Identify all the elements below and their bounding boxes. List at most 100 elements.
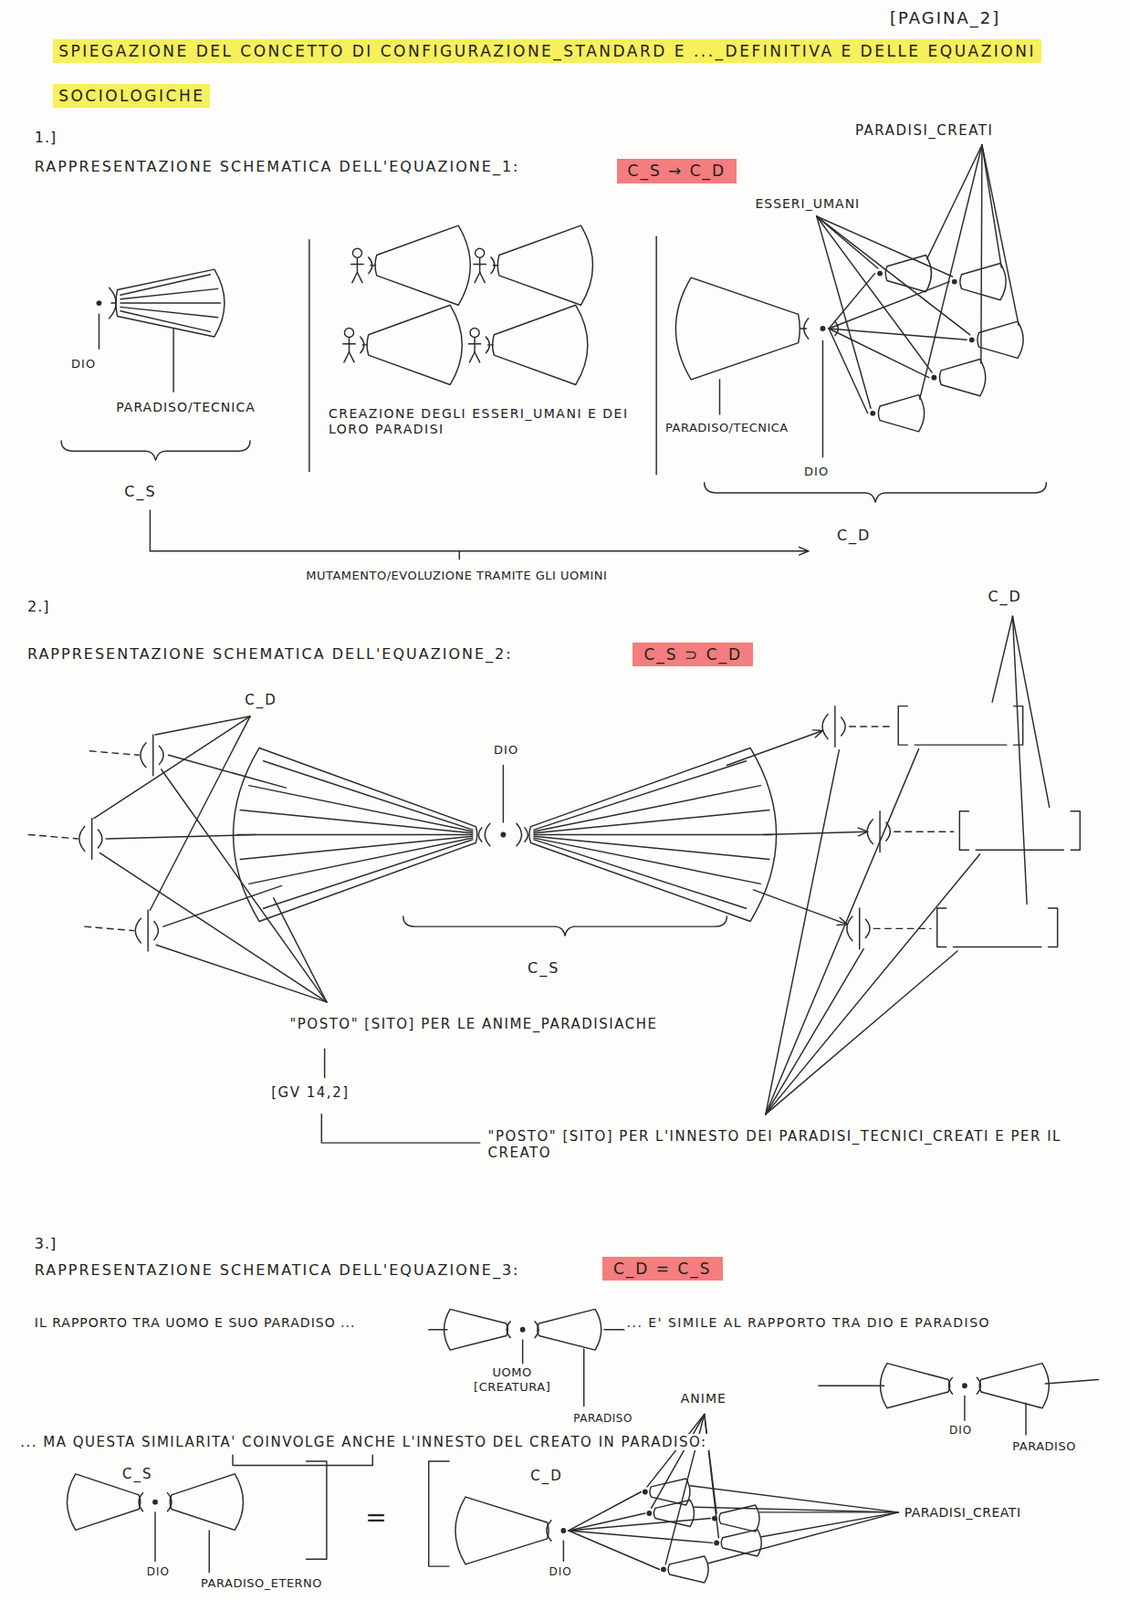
dashed-line [849,725,893,727]
ink-line [763,831,868,835]
text-label: PARADISO/TECNICA [663,420,791,436]
text-label: C_D [242,691,280,709]
god-dot [869,410,876,417]
ink-line [237,834,473,836]
text-label: 2.] [25,597,53,616]
ink-line [533,834,773,836]
paradise-cup [537,1308,602,1350]
human-head [475,248,485,258]
god-dot [877,271,883,277]
text-label: DIO [947,1423,974,1437]
arrow-head [857,827,868,837]
ink-line [163,885,283,927]
ink-line [473,337,475,353]
text-label: C_D [528,1467,565,1485]
text-label: PARADISI_CREATI [902,1505,1024,1521]
paradise-cup [960,262,1006,300]
text-label: MUTAMENTO/EVOLUZIONE TRAMITE GLI UOMINI [303,568,609,584]
text-label: DIO [802,464,831,480]
formula-box: C_S ⊃ C_D [632,642,753,667]
square-bracket [1048,908,1058,947]
text-label: = [363,1502,388,1534]
ink-line [240,836,473,859]
ink-line [474,352,481,363]
dashed-line [84,926,135,931]
square-bracket [937,908,947,947]
ink-line [765,749,920,1115]
curly-brace [403,916,728,936]
ink-line [149,550,808,552]
ink-line [1024,1402,1026,1435]
ink-line [533,785,761,832]
ink-line [105,835,255,839]
bracket-stroke [516,823,523,847]
ink-line [352,272,358,283]
ink-line [761,1512,899,1537]
paradise-cup [67,1473,141,1530]
ink-line [156,944,327,1003]
ink-line [726,730,823,765]
ink-line [1012,616,1049,807]
text-label: DIO [546,1565,574,1579]
paradise-cup [940,359,986,397]
paradise-cup [885,254,931,292]
ink-line [351,263,364,265]
bracket-stroke [97,829,103,848]
god-dot [646,1510,652,1516]
god-dot [820,325,826,332]
ink-line [468,343,481,345]
text-label: UOMO [CREATURA] [454,1365,571,1394]
paradise-cup [878,395,924,432]
formula-box: C_S → C_D [616,158,738,183]
ink-line [100,853,327,1003]
ink-line [563,1540,565,1561]
ink-line [878,811,880,853]
paradise-cup [233,747,478,921]
ink-line [459,551,460,560]
square-bracket [959,811,969,850]
ink-line [469,352,475,363]
square-bracket [1070,811,1080,850]
ink-line [1012,616,1027,904]
ink-line [149,716,251,910]
ink-line [975,849,1064,851]
god-dot [500,832,506,838]
ink-line [568,1513,646,1531]
god-dot [560,1527,566,1534]
bracket-stroke [865,919,870,938]
dashed-line [89,751,139,755]
paradise-cup [668,1556,709,1583]
bracket-stroke [484,823,491,847]
paradise-cup [977,321,1024,358]
ink-line [533,836,770,859]
text-label: C_S [122,482,158,501]
text-label: ... E' SIMILE AL RAPPORTO TRA DIO E PARA… [624,1315,993,1331]
ink-line [765,949,864,1115]
ink-line [356,258,358,273]
ink-line [172,328,174,392]
text-label: PARADISO/TECNICA [114,399,258,416]
arrow-head [812,730,823,738]
ink-line [822,340,824,457]
text-label: 3.] [32,1234,60,1253]
ink-line [120,288,219,299]
text-label: DIO [69,356,98,372]
ink-line [655,236,657,474]
ink-line [818,1384,885,1386]
human-head [344,327,354,337]
paradise-cup [444,1308,509,1350]
ink-line [91,818,93,860]
paradise-cup [455,1496,549,1565]
bracket-stroke [846,916,853,941]
text-label: [GV 14,2] [269,1084,351,1101]
paradise-cup [675,277,800,380]
bracket-stroke [154,921,159,941]
bracket-stroke [140,742,147,768]
paradise-cup [497,225,593,305]
paradise-cup [169,1473,243,1530]
ink-line [694,1506,900,1513]
text-label: "POSTO" [SITO] PER LE ANIME_PARADISIACHE [287,1015,659,1033]
ink-line [428,1328,448,1330]
ink-line [982,145,1002,268]
text-label: ... MA QUESTA SIMILARITA' COINVOLGE ANCH… [18,1433,709,1451]
